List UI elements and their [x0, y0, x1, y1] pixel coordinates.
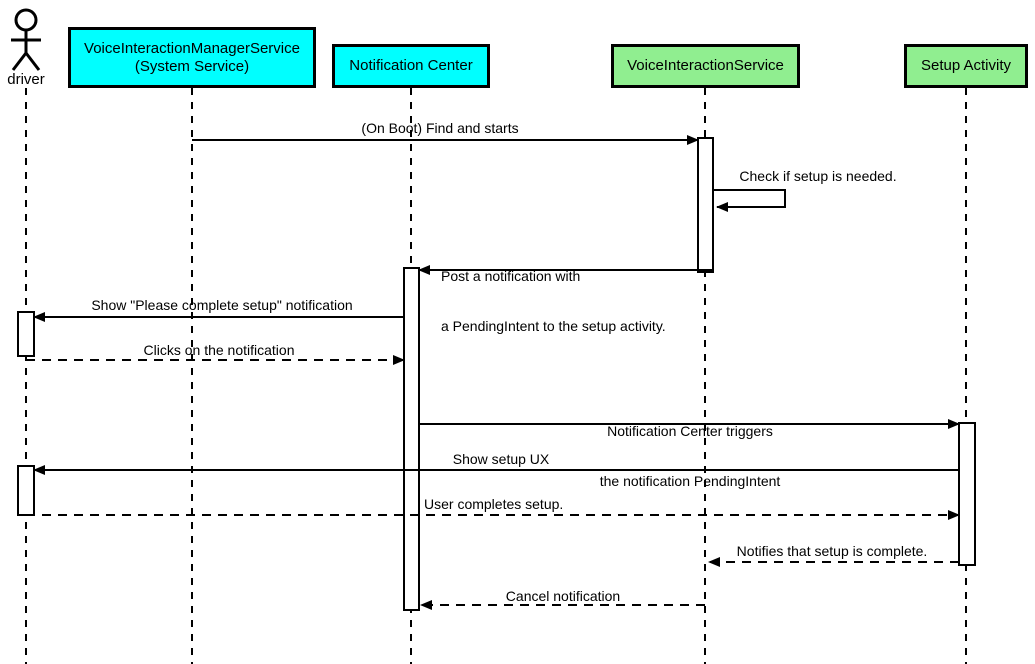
participant-label-vims: VoiceInteractionManagerService (System S…: [84, 40, 300, 75]
message-label-3: Post a notification with a PendingIntent…: [441, 234, 666, 368]
participant-label-vims-line2: (System Service): [134, 57, 250, 75]
message-label-8: User completes setup.: [424, 496, 564, 512]
activation-voice-interaction-service: [697, 137, 714, 273]
message-label-6: Notification Center triggers the notific…: [600, 389, 781, 523]
message-label-10: Cancel notification: [505, 588, 621, 604]
message-label-5: Clicks on the notification: [143, 342, 295, 358]
activation-driver-1: [17, 311, 35, 357]
message-label-4: Show "Please complete setup" notificatio…: [91, 297, 353, 313]
message-arrow-2-self: [713, 189, 786, 212]
message-label-1: (On Boot) Find and starts: [361, 120, 519, 136]
actor-head-icon: [14, 8, 38, 32]
activation-notification-center: [403, 267, 420, 611]
activation-bars: [17, 137, 976, 611]
message-arrows: [26, 135, 960, 610]
participant-label-setup-activity: Setup Activity: [920, 57, 1012, 75]
actor-leg-right: [24, 52, 41, 71]
participant-label-vims-line1: VoiceInteractionManagerService: [84, 40, 300, 58]
actor-leg-left: [11, 52, 28, 71]
message-label-3-line1: Post a notification with: [441, 267, 581, 284]
participant-box-voice-interaction-manager-service[interactable]: VoiceInteractionManagerService (System S…: [68, 27, 316, 88]
message-label-6-line2: the notification PendingIntent: [599, 472, 781, 489]
participant-box-voice-interaction-service[interactable]: VoiceInteractionService: [611, 44, 800, 88]
message-label-7: Show setup UX: [452, 451, 550, 467]
message-label-9: Notifies that setup is complete.: [736, 543, 928, 559]
participant-box-setup-activity[interactable]: Setup Activity: [904, 44, 1028, 88]
participant-box-notification-center[interactable]: Notification Center: [332, 44, 490, 88]
participant-label-notification-center: Notification Center: [349, 57, 473, 75]
activation-driver-2: [17, 465, 35, 516]
activation-setup-activity: [958, 422, 976, 566]
message-label-2: Check if setup is needed.: [739, 168, 897, 184]
actor-label-driver: driver: [7, 71, 45, 88]
driver-actor-figure: [11, 8, 41, 71]
message-label-3-line2: a PendingIntent to the setup activity.: [441, 317, 666, 334]
participant-label-voice-interaction-service: VoiceInteractionService: [627, 57, 784, 75]
message-label-6-line1: Notification Center triggers: [607, 422, 773, 439]
